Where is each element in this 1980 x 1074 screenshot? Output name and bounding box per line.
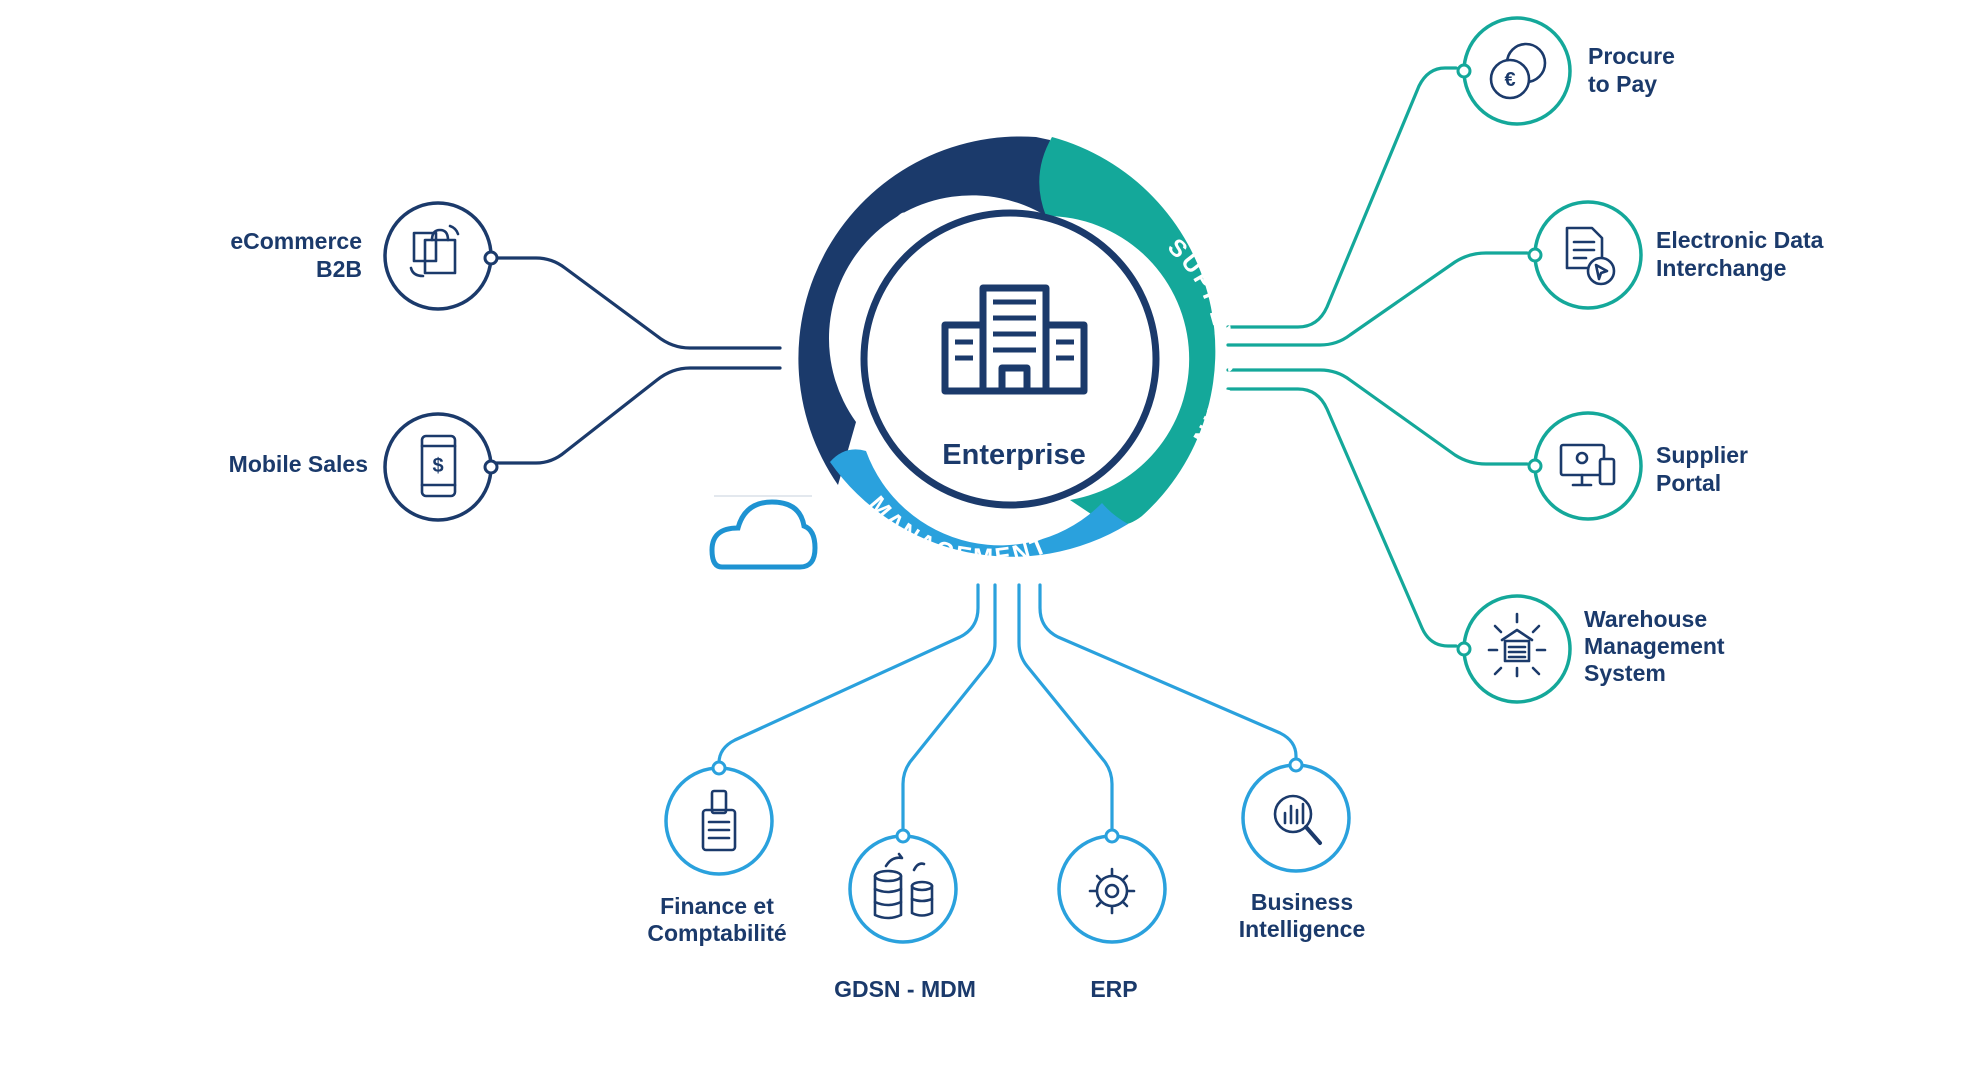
connector-ecommerce bbox=[485, 256, 782, 350]
label-edi-line2: Interchange bbox=[1656, 255, 1786, 281]
connector-edi bbox=[1226, 251, 1529, 347]
connector-supplier bbox=[1226, 368, 1529, 466]
label-ecommerce-line1: eCommerce bbox=[230, 228, 362, 254]
node-finance[interactable]: Finance et Comptabilité bbox=[647, 760, 787, 946]
node-erp[interactable]: ERP bbox=[1057, 828, 1167, 1002]
label-bi-line2: Intelligence bbox=[1239, 916, 1366, 942]
gear-icon bbox=[1088, 867, 1136, 915]
calculator-icon bbox=[701, 789, 737, 852]
cloud-icon bbox=[709, 495, 818, 570]
document-cursor-icon bbox=[1565, 226, 1616, 286]
label-warehouse-line3: System bbox=[1584, 660, 1666, 686]
ring-segment-management bbox=[830, 449, 1128, 557]
node-gdsn[interactable]: GDSN - MDM bbox=[834, 828, 976, 1002]
label-warehouse-line2: Management bbox=[1584, 633, 1725, 659]
euro-sign: € bbox=[1504, 69, 1515, 91]
connector-mobile-sales bbox=[485, 366, 782, 465]
magnifier-chart-icon bbox=[1273, 794, 1322, 845]
smartphone-dollar-icon bbox=[420, 434, 457, 498]
connectors-right bbox=[1226, 66, 1529, 648]
connector-erp bbox=[1017, 583, 1114, 838]
connector-finance bbox=[717, 583, 980, 770]
connector-gdsn bbox=[901, 583, 997, 838]
label-supplier-line2: Portal bbox=[1656, 470, 1721, 496]
label-finance-line1: Finance et bbox=[660, 893, 774, 919]
label-mobile-sales: Mobile Sales bbox=[229, 451, 368, 477]
label-finance-line2: Comptabilité bbox=[647, 920, 786, 946]
label-procure-line2: to Pay bbox=[1588, 71, 1657, 97]
connector-warehouse bbox=[1226, 387, 1458, 648]
node-warehouse[interactable]: Warehouse Management System bbox=[1456, 594, 1725, 704]
label-ecommerce-line2: B2B bbox=[316, 256, 362, 282]
label-procure-line1: Procure bbox=[1588, 43, 1675, 69]
connector-bi bbox=[1038, 583, 1298, 767]
label-warehouse-line1: Warehouse bbox=[1584, 606, 1707, 632]
label-supplier-line1: Supplier bbox=[1656, 442, 1748, 468]
euro-coins-icon bbox=[1489, 42, 1547, 100]
ring-segment-supply-chain bbox=[1039, 137, 1216, 526]
label-bi-line1: Business bbox=[1251, 889, 1353, 915]
building-icon bbox=[941, 284, 1088, 395]
node-mobile-sales[interactable]: $ Mobile Sales bbox=[229, 412, 499, 522]
ring-inner-disc bbox=[860, 209, 1160, 509]
label-gdsn: GDSN - MDM bbox=[834, 976, 976, 1002]
node-procure[interactable]: € Procure to Pay bbox=[1456, 16, 1675, 126]
monitor-phone-icon bbox=[1559, 443, 1616, 487]
connectors-left bbox=[485, 256, 782, 465]
node-edi[interactable]: Electronic Data Interchange bbox=[1527, 200, 1824, 310]
node-ecommerce[interactable]: eCommerce B2B bbox=[230, 201, 499, 311]
ring-segment-sales bbox=[798, 136, 1050, 485]
connectors-bottom bbox=[717, 583, 1298, 838]
warehouse-arrows-icon bbox=[1487, 612, 1547, 678]
node-supplier[interactable]: Supplier Portal bbox=[1527, 411, 1748, 521]
enterprise-ring: SALES SUPPLY CHAIN MANAGEMENT bbox=[798, 136, 1235, 571]
shopping-bags-icon bbox=[409, 224, 460, 278]
label-erp: ERP bbox=[1090, 976, 1137, 1002]
label-edi-line1: Electronic Data bbox=[1656, 227, 1824, 253]
node-bi[interactable]: Business Intelligence bbox=[1239, 757, 1366, 942]
center-title: Enterprise bbox=[942, 439, 1085, 471]
dollar-sign: $ bbox=[432, 455, 443, 477]
database-sync-icon bbox=[873, 852, 934, 920]
connector-procure bbox=[1226, 66, 1458, 329]
